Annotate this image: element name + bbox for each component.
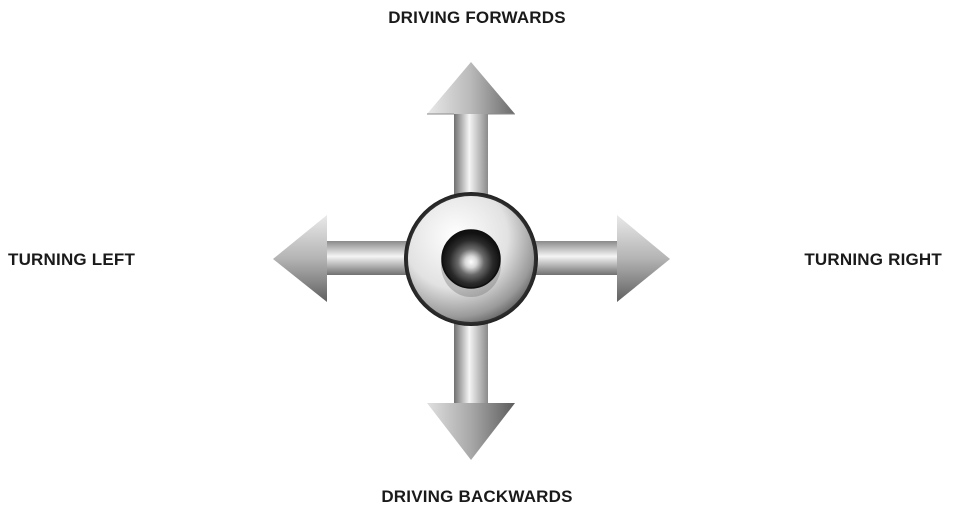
arrow-left-icon (273, 215, 420, 302)
joystick-knob-icon (404, 192, 538, 326)
arrow-right-icon (522, 215, 670, 302)
